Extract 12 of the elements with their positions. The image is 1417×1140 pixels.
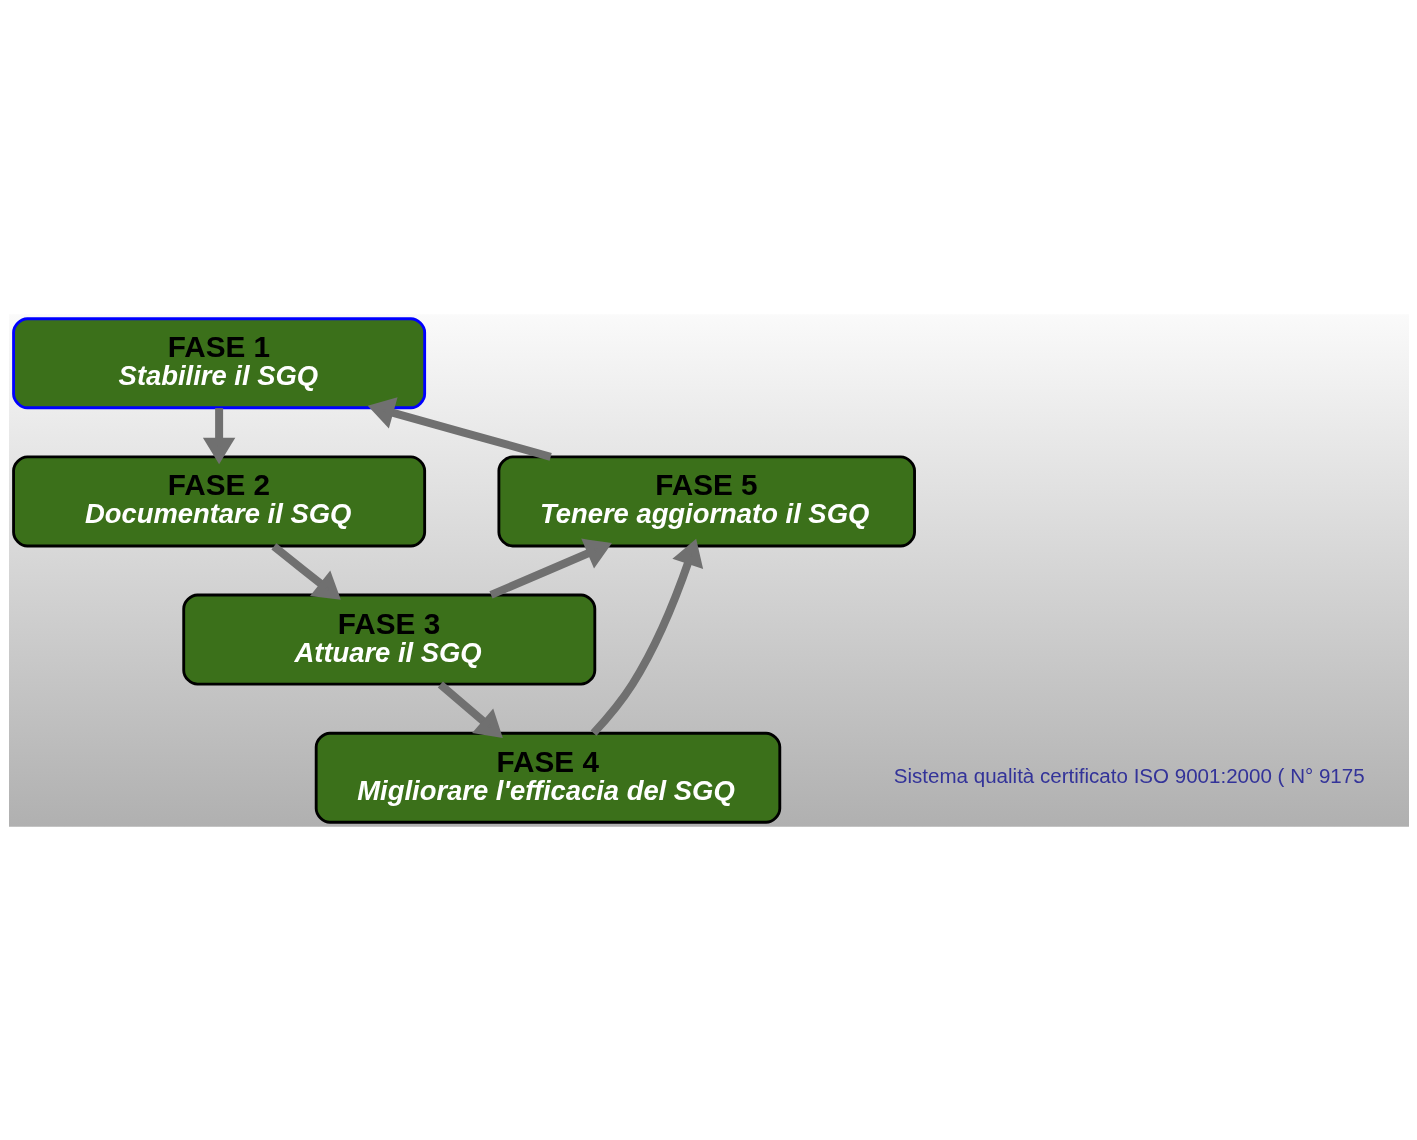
node-box: FASE 2 Documentare il SGQ <box>11 454 426 547</box>
arrow <box>270 542 341 600</box>
arrow <box>367 396 552 461</box>
label: Sistema qualità certificato ISO 9001:2000 ( N° 9175 <box>893 763 1365 787</box>
arrow <box>488 538 612 599</box>
node-box: FASE 1 Stabilire il SGQ <box>11 316 426 409</box>
arrow <box>437 680 503 738</box>
node-box: FASE 3 Attuare il SGQ <box>181 593 596 686</box>
arrow <box>590 538 703 736</box>
node-box: FASE 5 Tenere aggiornato il SGQ <box>496 454 916 547</box>
arrow <box>202 407 235 464</box>
node-box: FASE 4 Migliorare l'efficacia del SGQ <box>314 731 781 824</box>
